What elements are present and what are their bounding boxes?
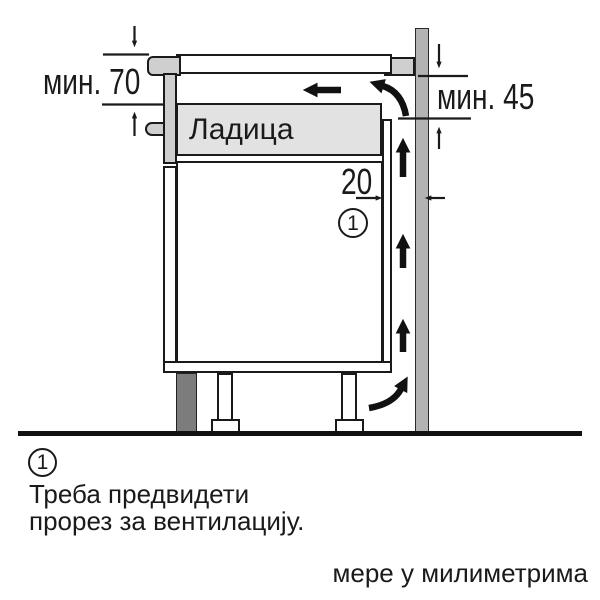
airflow-curve-top-icon bbox=[369, 79, 410, 117]
footnote-ref-badge: 1 bbox=[28, 448, 57, 477]
dim-label-min-70: мин. 70 bbox=[43, 61, 141, 102]
plinth-panel bbox=[176, 373, 197, 433]
cabinet-leg-rear bbox=[341, 373, 357, 421]
drawer-front-panel bbox=[163, 73, 177, 164]
footnote-text: Треба предвидети прорез за вентилацију. bbox=[29, 481, 304, 535]
floor-line bbox=[18, 431, 582, 436]
cabinet-door-panel bbox=[163, 166, 177, 363]
footnote-line-2: прорез за вентилацију. bbox=[29, 506, 305, 536]
hob-body bbox=[176, 54, 392, 74]
dim-label-20: 20 bbox=[341, 161, 373, 202]
units-caption: мере у милиметрима bbox=[332, 558, 589, 588]
dim-label-min-45: мин. 45 bbox=[437, 76, 535, 117]
callout-1-badge: 1 bbox=[338, 208, 368, 238]
drawer-box: Ладица bbox=[176, 103, 382, 156]
wall-section bbox=[415, 28, 429, 433]
callout-1-number: 1 bbox=[347, 211, 359, 235]
footnote-line-1: Треба предвидети bbox=[29, 479, 250, 509]
drawer-label: Ладица bbox=[189, 112, 294, 146]
footnote-ref-number: 1 bbox=[36, 451, 49, 474]
cabinet-leg-front bbox=[217, 373, 233, 421]
airflow-curve-bottom-icon bbox=[368, 376, 408, 412]
cabinet-bottom-panel bbox=[163, 361, 392, 373]
cabinet-back-panel bbox=[382, 119, 392, 373]
